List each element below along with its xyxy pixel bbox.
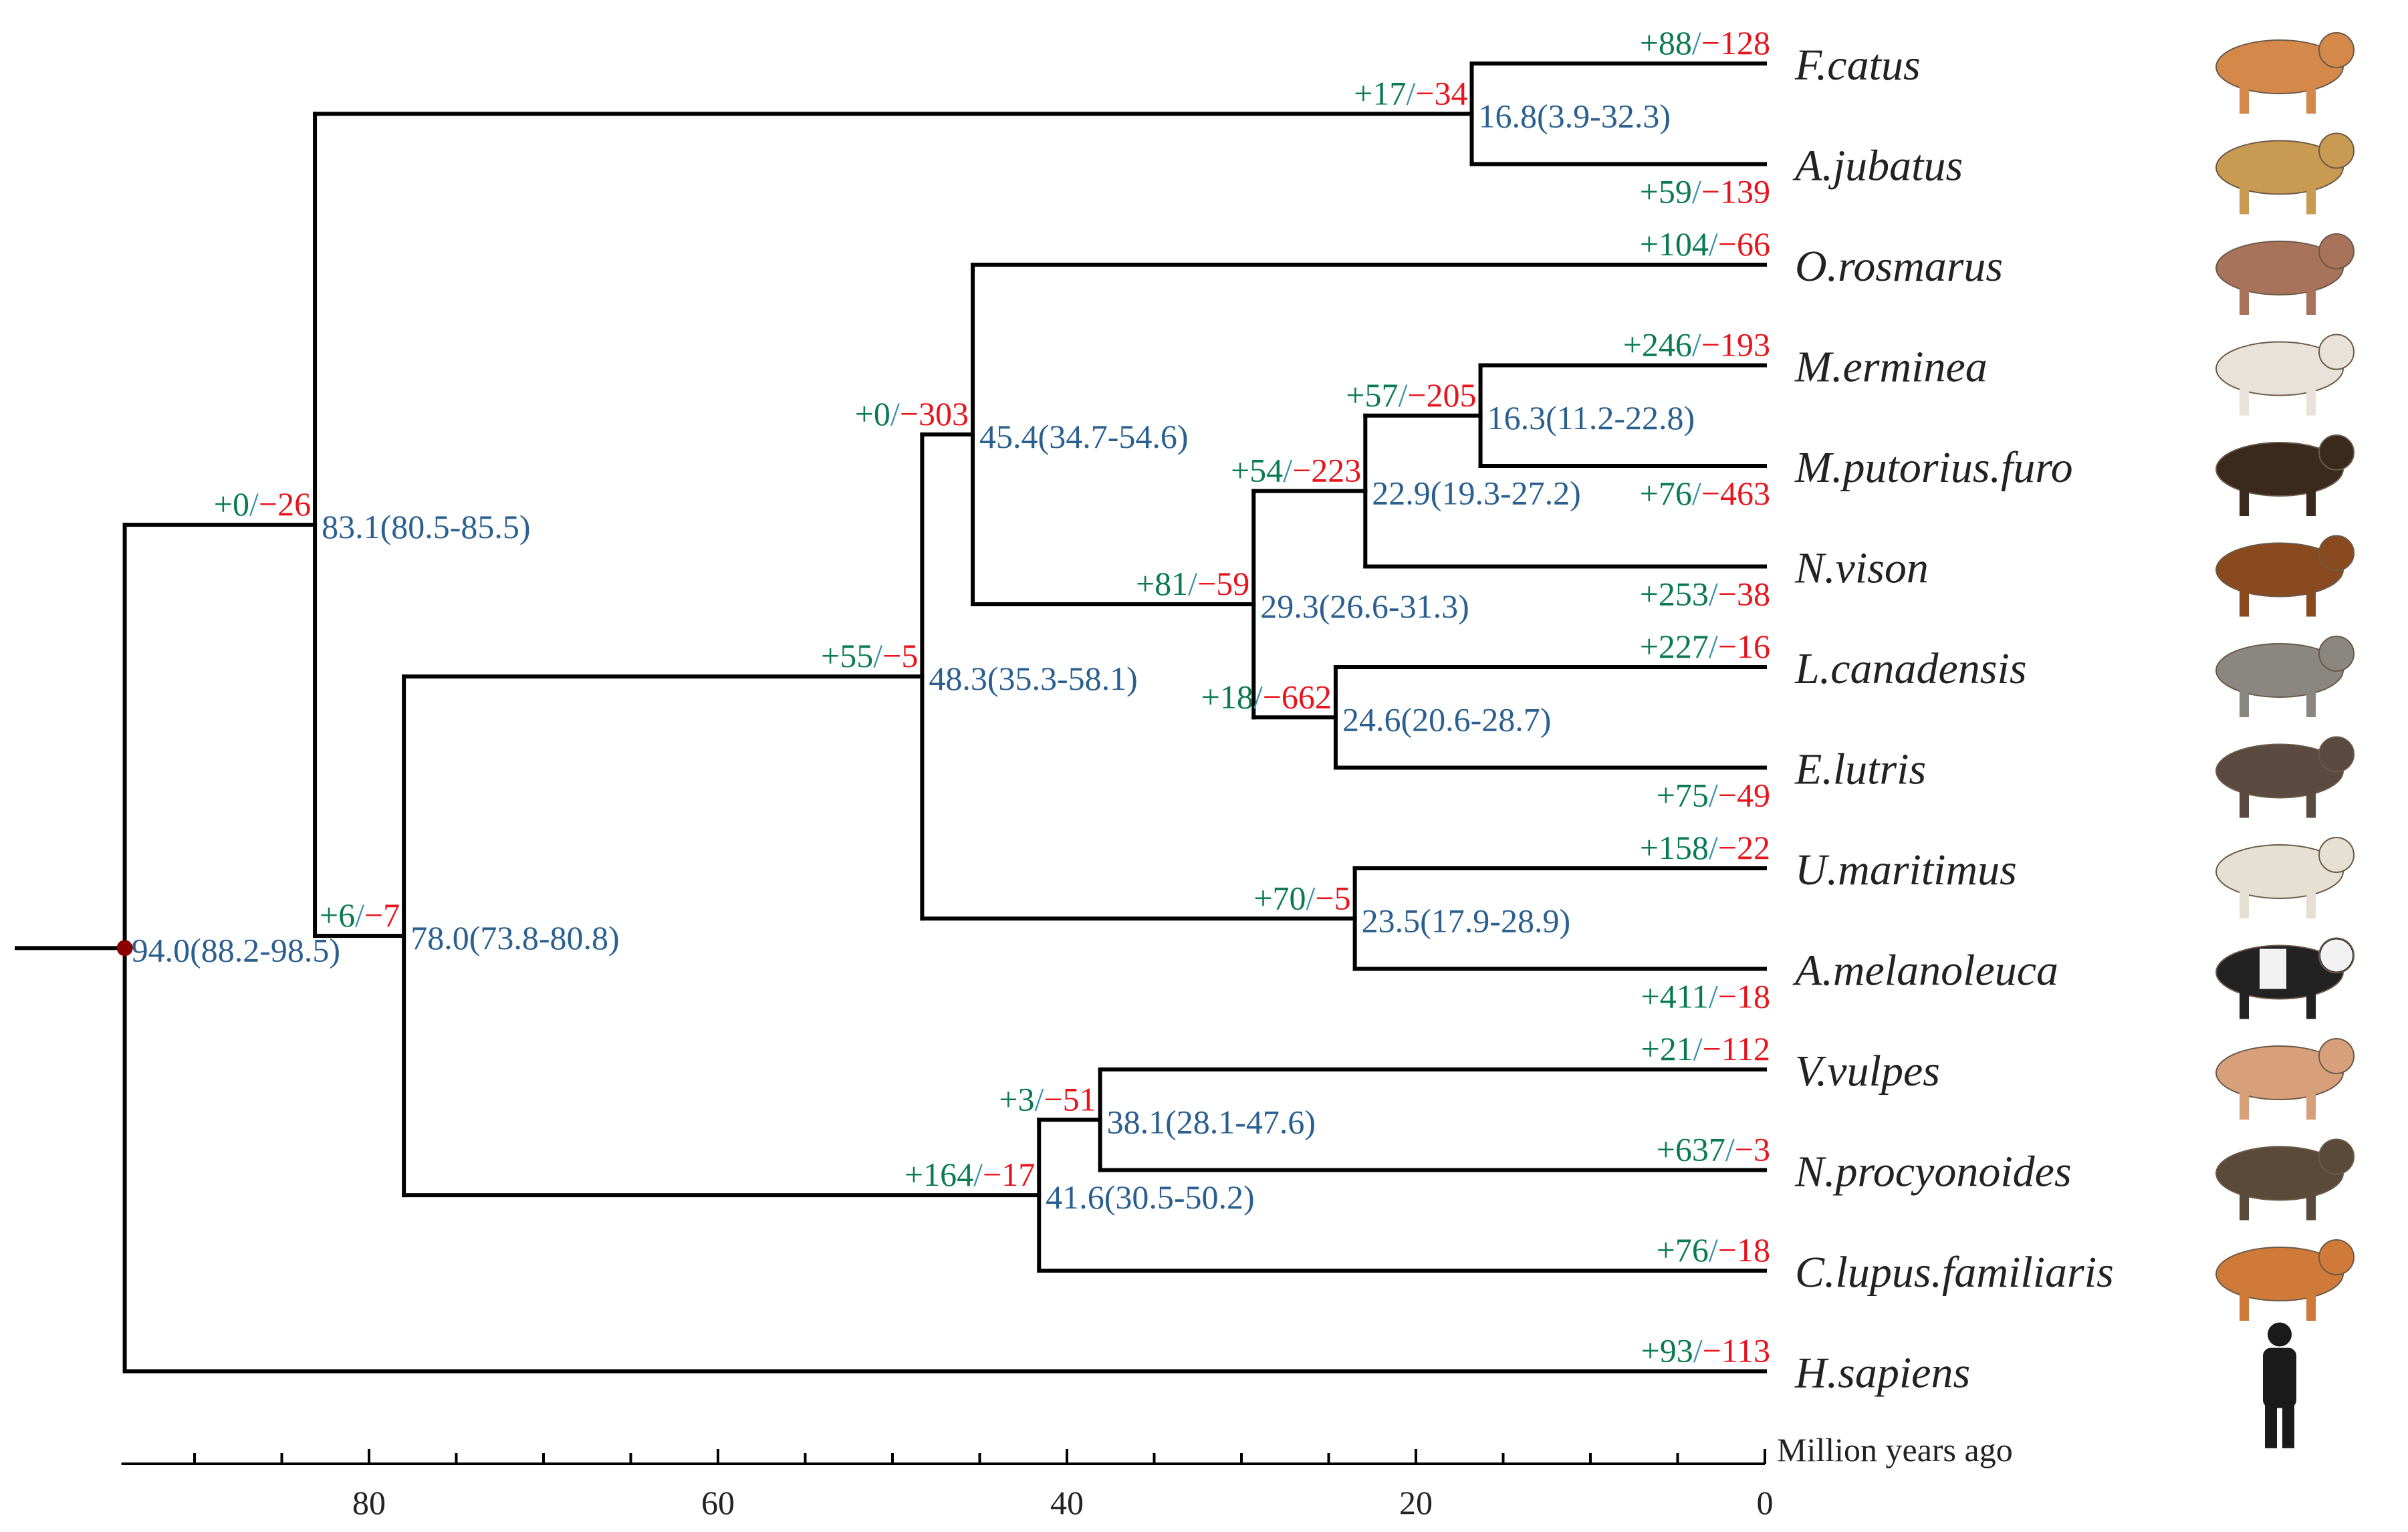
tip-gene-change: +253/−38 [1640,576,1770,613]
tip-gene-change: +246/−193 [1623,326,1770,364]
taxon-label: V.vulpes [1795,1047,1940,1096]
labels: 94.0(88.2-98.5) 83.1(80.5-85.5) +0/−26 16.8… [116,24,2355,1448]
node-age-label: 38.1(28.1-47.6) [1107,1103,1316,1140]
taxon-label: N.vison [1794,544,1929,593]
human-silhouette [2263,1322,2296,1448]
node-gene-change: +81/−59 [1136,565,1249,602]
fox-silhouette [2215,1038,2355,1120]
node-gene-change: +17/−34 [1354,74,1467,112]
raccoon-dog-silhouette [2215,1138,2355,1221]
tip-gene-change: +59/−139 [1640,173,1770,211]
tip-gene-change: +227/−16 [1640,628,1770,665]
axis-tick-label: 40 [1050,1484,1084,1521]
branches [15,61,1767,1374]
tip-gene-change: +158/−22 [1640,829,1770,866]
mink-silhouette [2215,535,2355,617]
walrus-silhouette [2215,233,2355,315]
node-age-label: 24.6(20.6-28.7) [1342,700,1551,738]
taxon-label: C.lupus.familiaris [1795,1248,2114,1297]
taxon-label: O.rosmarus [1795,242,2003,291]
node-gene-change: +57/−205 [1346,376,1476,414]
node-age-label: 94.0(88.2-98.5) [132,931,340,969]
polar-bear-silhouette [2215,837,2355,918]
node-gene-change: +3/−51 [999,1080,1096,1118]
ferret-silhouette [2215,434,2355,516]
node-age-label: 48.3(35.3-58.1) [929,660,1137,697]
node-age-label: 29.3(26.6-31.3) [1260,588,1469,625]
taxon-label: U.maritimus [1795,846,2017,894]
tip-gene-change: +637/−3 [1657,1131,1770,1168]
node-gene-change: +18/−662 [1201,678,1332,715]
dog-silhouette [2215,1239,2355,1321]
node-gene-change: +54/−223 [1231,452,1361,489]
axis-tick-label: 60 [701,1484,735,1521]
taxon-label: E.lutris [1794,745,1926,794]
node-gene-change: +0/−26 [214,485,311,523]
tip-gene-change: +75/−49 [1657,777,1770,814]
node-age-label: 45.4(34.7-54.6) [979,418,1188,455]
otter-silhouette [2215,636,2355,717]
sea-otter-silhouette [2215,736,2355,818]
taxon-label: A.jubatus [1792,142,1963,190]
node-age-label: 23.5(17.9-28.9) [1362,902,1570,939]
axis-tick-label: 20 [1399,1484,1433,1521]
root-node-dot [116,940,133,956]
axis-title: Million years ago [1777,1431,2013,1469]
panda-silhouette [2215,937,2355,1019]
node-gene-change: +164/−17 [905,1156,1035,1193]
taxon-label: H.sapiens [1794,1349,1970,1398]
taxon-label: N.procyonoides [1794,1148,2072,1196]
node-gene-change: +70/−5 [1253,879,1350,916]
tip-gene-change: +88/−128 [1640,24,1770,61]
tip-gene-change: +104/−66 [1640,225,1770,263]
tip-gene-change: +411/−18 [1641,978,1770,1015]
tip-gene-change: +21/−112 [1641,1030,1770,1067]
tip-gene-change: +76/−463 [1640,475,1770,512]
tip-gene-change: +93/−113 [1641,1332,1770,1370]
axis-tick-label: 80 [352,1484,386,1521]
taxon-label: M.putorius.furo [1794,443,2073,492]
node-gene-change: +6/−7 [320,896,400,934]
taxon-label: A.melanoleuca [1792,946,2058,995]
ermine-silhouette [2215,334,2355,416]
taxon-label: M.erminea [1794,343,1988,392]
taxon-label: F.catus [1794,41,1921,90]
cheetah-silhouette [2215,132,2355,215]
node-age-label: 16.8(3.9-32.3) [1479,97,1671,134]
node-age-label: 78.0(73.8-80.8) [410,919,619,956]
node-age-label: 22.9(19.3-27.2) [1372,475,1580,512]
node-gene-change: +55/−5 [821,637,918,674]
taxon-label: L.canadensis [1794,644,2027,693]
cat-silhouette [2215,32,2355,114]
node-age-label: 83.1(80.5-85.5) [322,508,530,545]
axis-tick-label: 0 [1757,1484,1774,1521]
node-age-label: 16.3(11.2-22.8) [1487,399,1695,436]
node-gene-change: +0/−303 [855,395,969,432]
tip-gene-change: +76/−18 [1657,1231,1770,1269]
node-age-label: 41.6(30.5-50.2) [1046,1178,1254,1216]
